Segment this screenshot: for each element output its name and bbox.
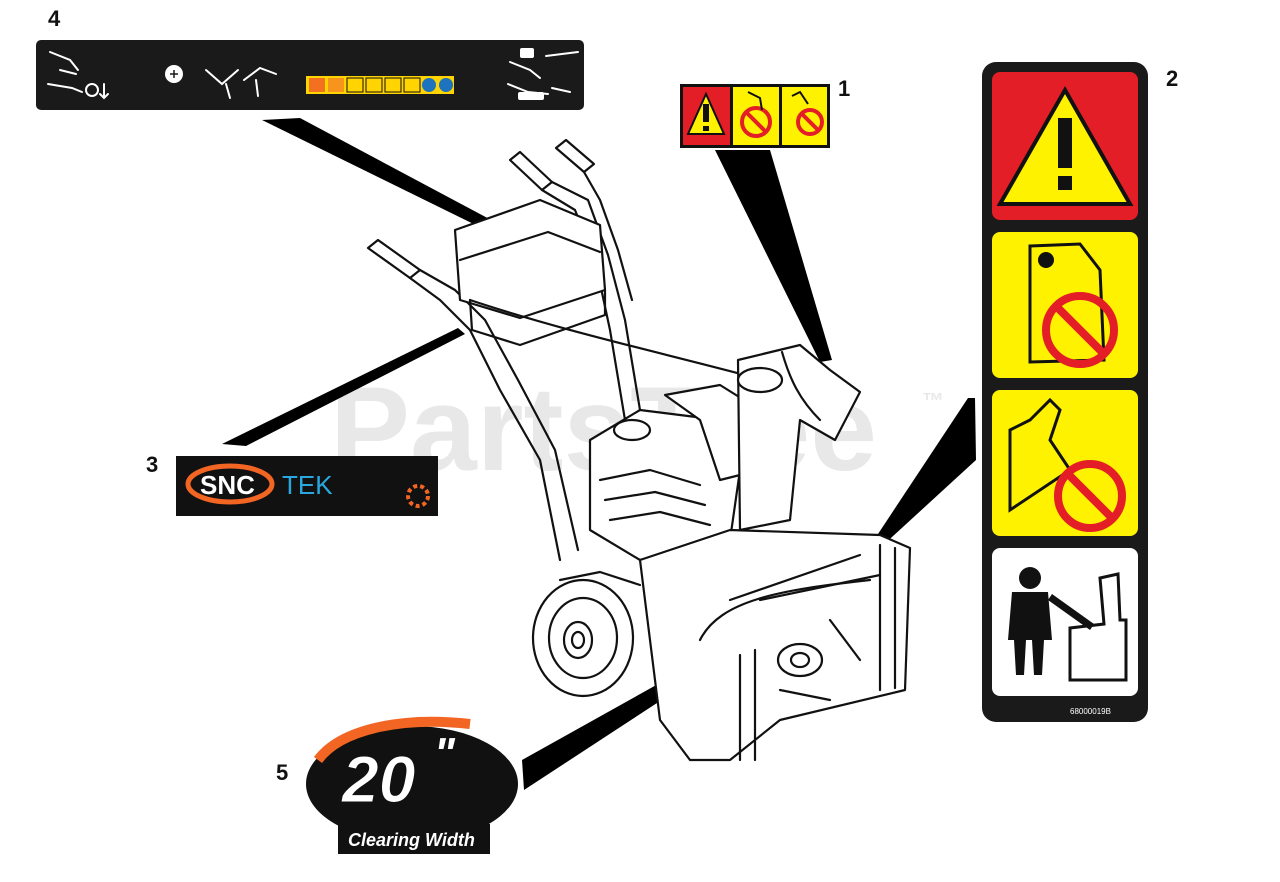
decal-3-brand-logo: SNC TEK — [176, 456, 438, 516]
lever-icon — [49, 51, 79, 75]
brand-text-tek: TEK — [282, 470, 333, 500]
auger-hazard-icon — [346, 77, 364, 93]
chute-deflector-icon — [243, 66, 277, 97]
leader-2 — [874, 398, 976, 548]
no-feet-icon — [796, 108, 824, 136]
callout-3: 3 — [146, 452, 158, 477]
chute-icon — [1068, 572, 1128, 682]
tractor-icon — [518, 92, 544, 100]
decal-5-clearing-width: 20 " Clearing Width — [306, 716, 518, 854]
hand-hazard-icon — [328, 78, 344, 92]
lever-icon — [47, 83, 83, 93]
callout-1: 1 — [838, 76, 850, 101]
decal-2-warning-decal: 68000019B — [982, 62, 1148, 722]
decal-4-control-panel — [36, 40, 584, 110]
decal-5-inch-mark: " — [434, 729, 456, 778]
warning-triangle-icon — [309, 78, 325, 92]
callout-4: 4 — [48, 6, 61, 31]
callout-2: 2 — [1166, 66, 1178, 91]
leader-3 — [222, 328, 465, 446]
arrow-down-icon — [99, 83, 109, 100]
snow-blower-illustration — [366, 138, 912, 762]
decal-4-background — [36, 40, 584, 110]
orange-swoosh — [185, 463, 275, 505]
chute-direction-icon — [205, 69, 239, 99]
callout-5: 5 — [276, 760, 288, 785]
brand-text-snc: SNC — [200, 470, 255, 500]
decal-2-part-number: 68000019B — [1070, 707, 1111, 716]
auger-hazard-icon — [1008, 397, 1073, 513]
leader-4 — [262, 118, 510, 236]
eye-protection-icon — [439, 78, 453, 92]
decal-5-size: 20 — [340, 742, 416, 816]
clean-out-tool-icon — [365, 77, 383, 93]
read-manual-icon — [422, 78, 436, 92]
throttle-icon — [509, 51, 579, 79]
auger-wheel-icon — [85, 83, 99, 97]
leader-1 — [715, 150, 832, 362]
person-icon — [384, 77, 402, 93]
no-hands-icon — [740, 106, 772, 138]
person-clean-out-icon — [1008, 567, 1094, 675]
decal-5-caption: Clearing Width — [348, 830, 475, 850]
camera-icon — [520, 48, 534, 58]
fuel-icon — [403, 77, 421, 93]
decal-1-warning-strip — [680, 84, 830, 148]
gear-logo-icon — [406, 484, 430, 508]
hand-hazard-icon — [1028, 242, 1106, 364]
watermark-tm: ™ — [922, 388, 944, 413]
